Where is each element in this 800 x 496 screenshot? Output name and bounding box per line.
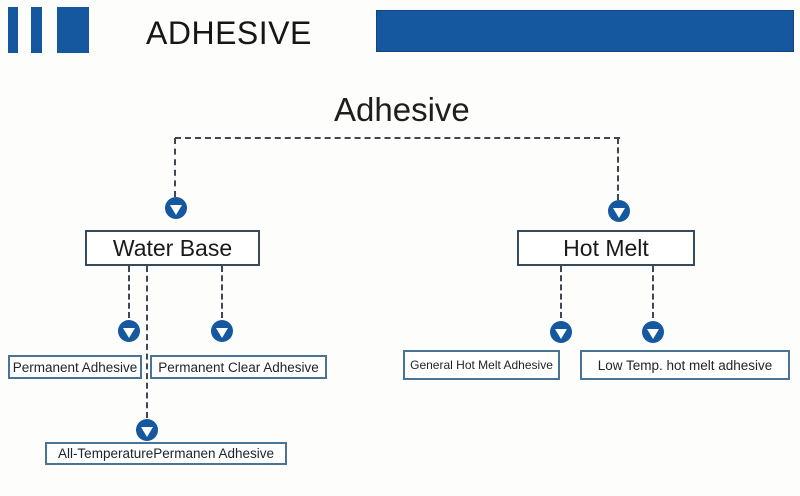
connector-root-to-water-base bbox=[174, 138, 176, 197]
arrow-down-circle-icon bbox=[165, 197, 187, 219]
node-general-hot-melt-adhesive: General Hot Melt Adhesive bbox=[403, 350, 560, 380]
node-permanent-adhesive: Permanent Adhesive bbox=[8, 355, 142, 379]
arrow-down-circle-icon bbox=[642, 321, 664, 343]
arrow-down-circle-icon bbox=[211, 320, 233, 342]
header-accent-bar-3 bbox=[57, 7, 89, 53]
node-low-temp-hot-melt-adhesive: Low Temp. hot melt adhesive bbox=[580, 350, 790, 380]
connector-root-to-hot-melt bbox=[617, 138, 619, 200]
header-accent-bar-2 bbox=[31, 7, 42, 53]
node-water-base: Water Base bbox=[85, 230, 260, 266]
node-all-temperature-permanent-adhesive: All-TemperaturePermanen Adhesive bbox=[45, 442, 287, 465]
connector-hot-melt-to-low-temp bbox=[652, 266, 654, 318]
header-banner-band bbox=[376, 10, 794, 52]
node-permanent-clear-adhesive: Permanent Clear Adhesive bbox=[150, 355, 327, 379]
arrow-down-circle-icon bbox=[118, 320, 140, 342]
connector-water-base-to-all-temperature bbox=[146, 266, 148, 418]
connector-water-base-to-permanent bbox=[128, 266, 130, 318]
connector-root-horizontal bbox=[175, 137, 620, 139]
connector-water-base-to-permanent-clear bbox=[221, 266, 223, 318]
arrow-down-circle-icon bbox=[608, 200, 630, 222]
arrow-down-circle-icon bbox=[550, 321, 572, 343]
header-accent-bar-1 bbox=[8, 7, 18, 53]
node-hot-melt: Hot Melt bbox=[517, 230, 695, 266]
diagram-root-label: Adhesive bbox=[334, 91, 470, 128]
page-title: ADHESIVE bbox=[146, 15, 312, 51]
connector-hot-melt-to-general bbox=[560, 266, 562, 318]
arrow-down-circle-icon bbox=[136, 419, 158, 441]
